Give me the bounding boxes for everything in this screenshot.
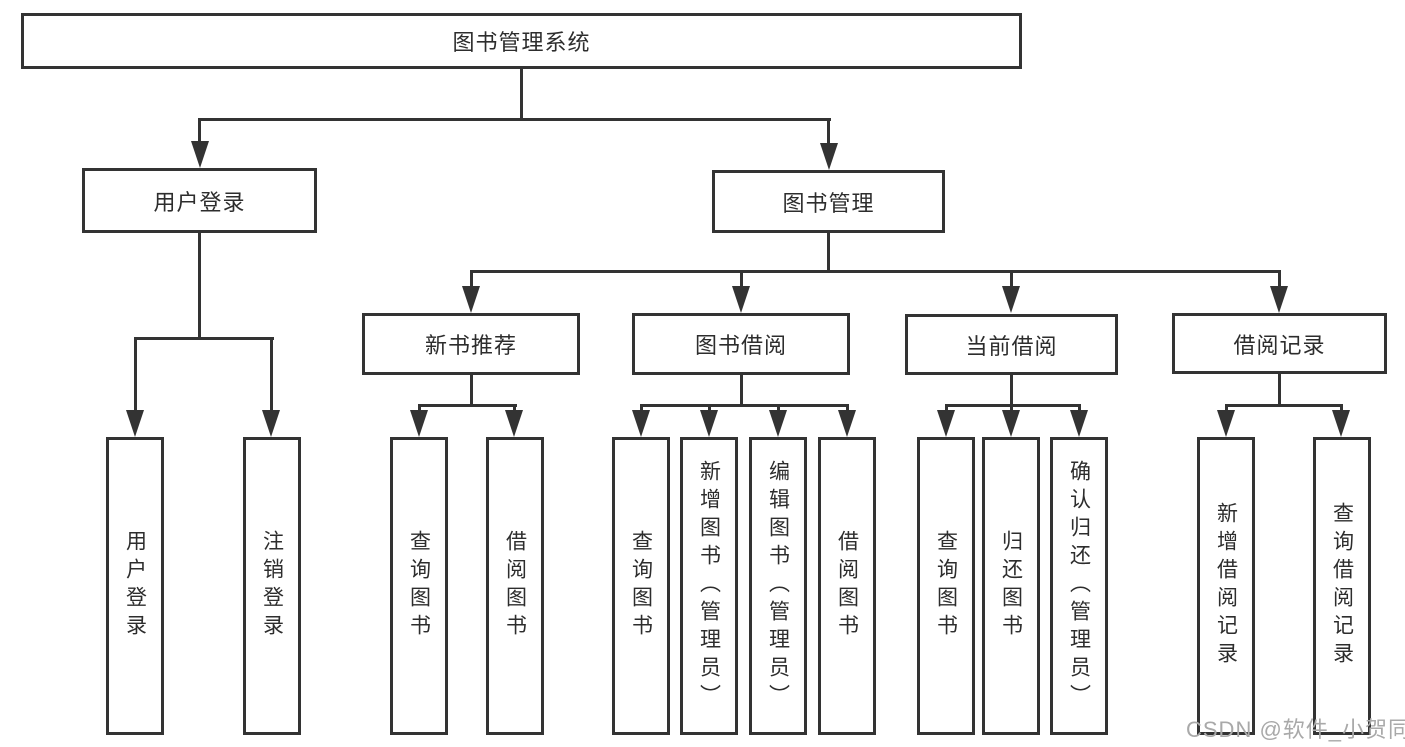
connector-line — [827, 118, 830, 144]
connector-line — [470, 375, 473, 407]
connector-arrow-down — [838, 410, 856, 437]
connector-line — [418, 404, 421, 413]
leaf-add-books-admin: 新增图书（管理员） — [680, 437, 738, 735]
connector-line — [1225, 404, 1228, 413]
connector-line — [134, 337, 274, 340]
leaf-query-books-newbooks: 查询图书 — [390, 437, 448, 735]
connector-arrow-down — [769, 410, 787, 437]
connector-arrow-down — [732, 286, 750, 313]
connector-arrow-down — [1270, 286, 1288, 313]
connector-line — [520, 69, 523, 121]
connector-line — [134, 337, 137, 412]
watermark: CSDN @软件_小贺同学 — [1186, 717, 1405, 742]
connector-line — [1278, 374, 1281, 407]
connector-arrow-down — [1002, 286, 1020, 313]
connector-line — [945, 404, 948, 413]
connector-line — [777, 404, 780, 413]
connector-line — [1010, 270, 1013, 288]
connector-line — [708, 404, 711, 413]
leaf-logout: 注销登录 — [243, 437, 301, 735]
node-book-borrowing: 图书借阅 — [632, 313, 850, 375]
node-current-borrowing: 当前借阅 — [905, 314, 1118, 375]
leaf-query-books-current: 查询图书 — [917, 437, 975, 735]
node-new-books: 新书推荐 — [362, 313, 580, 375]
connector-arrow-down — [191, 141, 209, 168]
leaf-borrow-books-newbooks: 借阅图书 — [486, 437, 544, 735]
connector-arrow-down — [1332, 410, 1350, 437]
connector-line — [740, 375, 743, 407]
connector-arrow-down — [462, 286, 480, 313]
connector-line — [1225, 404, 1343, 407]
connector-line — [1010, 404, 1013, 413]
connector-arrow-down — [632, 410, 650, 437]
connector-arrow-down — [1217, 410, 1235, 437]
node-user-login: 用户登录 — [82, 168, 317, 233]
connector-arrow-down — [1002, 410, 1020, 437]
connector-line — [470, 270, 1281, 273]
connector-line — [1278, 270, 1281, 288]
connector-arrow-down — [262, 410, 280, 437]
leaf-confirm-return-admin: 确认归还（管理员） — [1050, 437, 1108, 735]
leaf-return-books: 归还图书 — [982, 437, 1040, 735]
node-system-root: 图书管理系统 — [21, 13, 1022, 69]
connector-arrow-down — [937, 410, 955, 437]
connector-arrow-down — [700, 410, 718, 437]
connector-arrow-down — [410, 410, 428, 437]
connector-arrow-down — [505, 410, 523, 437]
connector-line — [1078, 404, 1081, 413]
connector-line — [270, 337, 273, 412]
leaf-add-borrow-record: 新增借阅记录 — [1197, 437, 1255, 735]
connector-line — [827, 233, 830, 273]
connector-line — [513, 404, 516, 413]
connector-line — [198, 118, 831, 121]
connector-line — [640, 404, 643, 413]
leaf-query-borrow-record: 查询借阅记录 — [1313, 437, 1371, 735]
connector-arrow-down — [126, 410, 144, 437]
connector-arrow-down — [1070, 410, 1088, 437]
connector-arrow-down — [820, 143, 838, 170]
connector-line — [740, 270, 743, 288]
connector-line — [470, 270, 473, 288]
connector-line — [1010, 375, 1013, 407]
connector-line — [198, 118, 201, 144]
leaf-query-books-borrowing: 查询图书 — [612, 437, 670, 735]
leaf-user-login: 用户登录 — [106, 437, 164, 735]
connector-line — [640, 404, 848, 407]
node-borrowing-records: 借阅记录 — [1172, 313, 1387, 374]
connector-line — [418, 404, 517, 407]
leaf-borrow-books-borrowing: 借阅图书 — [818, 437, 876, 735]
connector-line — [198, 233, 201, 339]
leaf-edit-books-admin: 编辑图书（管理员） — [749, 437, 807, 735]
connector-line — [1340, 404, 1343, 413]
connector-line — [846, 404, 849, 413]
node-book-management: 图书管理 — [712, 170, 945, 233]
